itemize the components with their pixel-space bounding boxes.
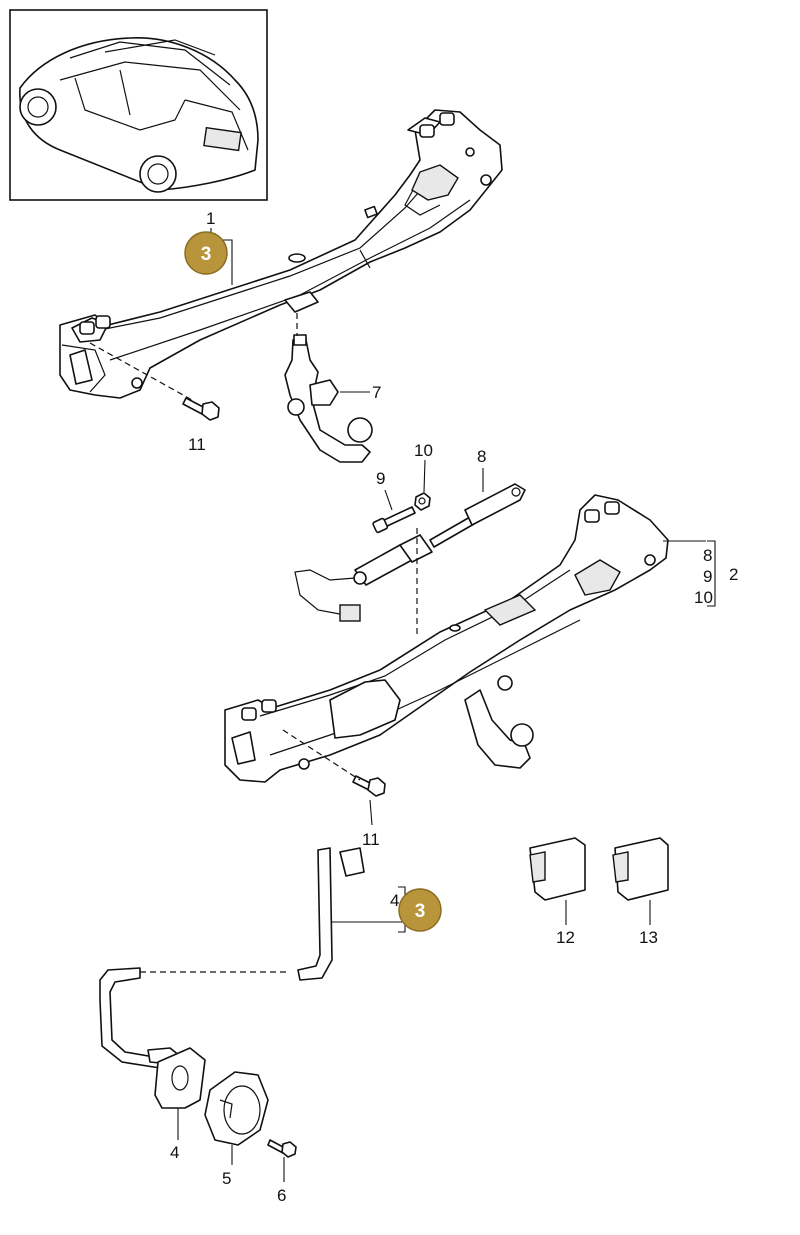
callout-4-bottom: 4 xyxy=(170,1143,179,1162)
socket-5 xyxy=(204,1071,269,1146)
bolt-9 xyxy=(372,506,416,534)
callout-4-top: 4 xyxy=(390,891,399,910)
callouts: 1 7 11 10 8 9 8 9 10 2 11 4 12 13 4 5 6 xyxy=(170,209,738,1205)
tow-bar-crossmember-upper xyxy=(59,109,503,399)
callout-9-left: 9 xyxy=(376,469,385,488)
callout-12: 12 xyxy=(556,928,575,947)
screw-6 xyxy=(267,1139,297,1158)
actuator-strut-8 xyxy=(294,483,526,622)
callout-8-right: 8 xyxy=(703,546,712,565)
badge-top[interactable]: 3 xyxy=(184,231,228,275)
badge-bottom[interactable]: 3 xyxy=(398,888,442,932)
callout-13: 13 xyxy=(639,928,658,947)
callout-8-top: 8 xyxy=(477,447,486,466)
cover-cap-12 xyxy=(529,837,586,901)
callout-5: 5 xyxy=(222,1169,231,1188)
badge-top-label: 3 xyxy=(201,244,212,265)
callout-11-lower: 11 xyxy=(362,830,380,849)
vehicle-thumbnail xyxy=(9,9,268,201)
ball-neck-detachable xyxy=(284,334,373,463)
callout-6: 6 xyxy=(277,1186,286,1205)
nut-10 xyxy=(414,492,431,511)
callout-1: 1 xyxy=(206,209,215,228)
callout-10-top: 10 xyxy=(414,441,433,460)
cover-cap-13 xyxy=(612,837,669,901)
callout-7: 7 xyxy=(372,383,381,402)
callout-11-upper: 11 xyxy=(188,435,206,454)
callout-10-right: 10 xyxy=(694,588,713,607)
callout-2: 2 xyxy=(729,565,738,584)
callout-9-right: 9 xyxy=(703,567,712,586)
wiring-harness-4 xyxy=(99,847,365,1109)
tow-bar-assembly-lower xyxy=(224,494,669,783)
bolt-11-lower xyxy=(352,775,386,797)
badge-bottom-label: 3 xyxy=(415,901,426,922)
bolt-11-upper xyxy=(182,397,220,421)
